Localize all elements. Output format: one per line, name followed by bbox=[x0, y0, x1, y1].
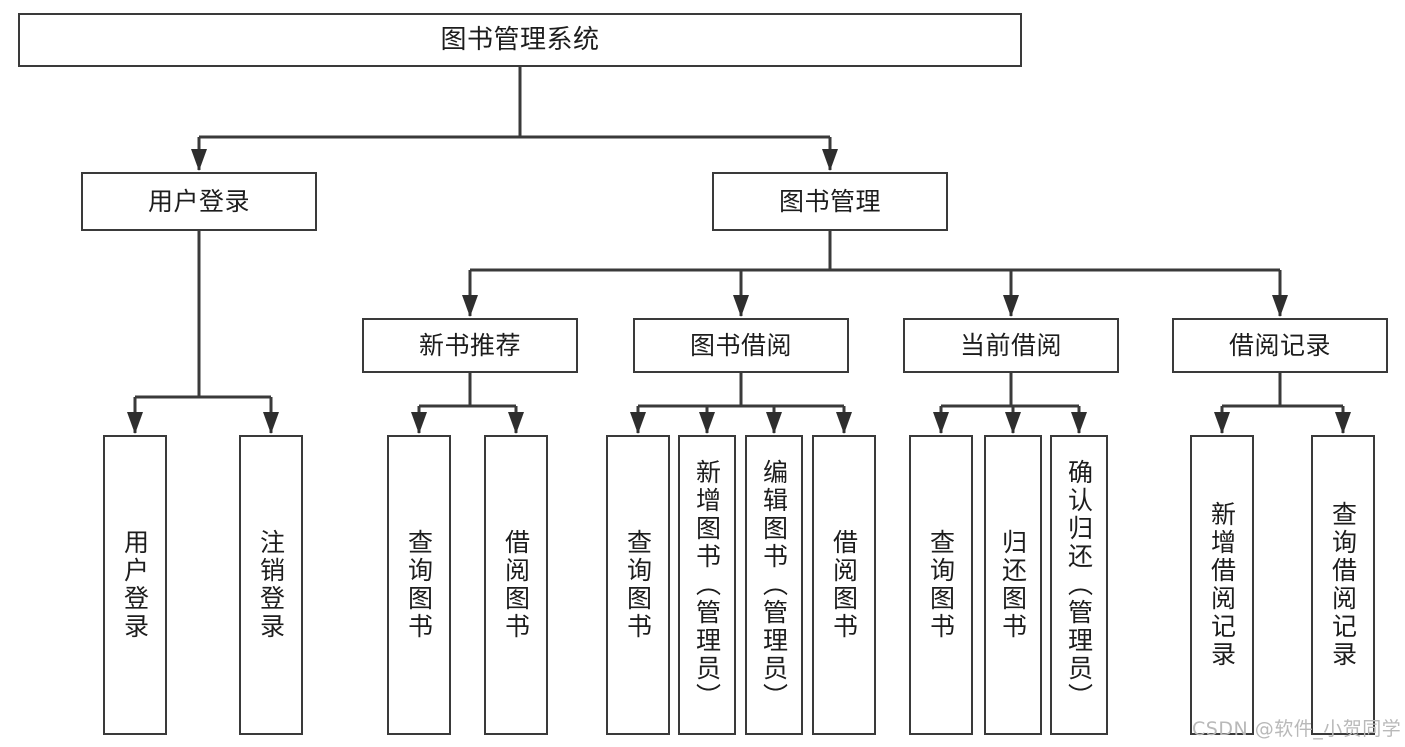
node-l2-record[interactable]: 借阅记录 bbox=[1172, 318, 1388, 373]
node-label: 新增借阅记录 bbox=[1207, 501, 1237, 669]
node-label: 图书管理 bbox=[778, 187, 881, 216]
node-leaf-cu-return[interactable]: 归还图书 bbox=[984, 435, 1042, 735]
node-leaf-bo-add[interactable]: 新增图书（管理员） bbox=[678, 435, 736, 735]
node-label: 新增图书（管理员） bbox=[692, 459, 722, 711]
node-label: 查询图书 bbox=[926, 529, 956, 641]
node-l2-borrow[interactable]: 图书借阅 bbox=[633, 318, 849, 373]
node-leaf-bo-query[interactable]: 查询图书 bbox=[606, 435, 670, 735]
node-label: 借阅图书 bbox=[501, 529, 531, 641]
node-root[interactable]: 图书管理系统 bbox=[18, 13, 1022, 67]
node-leaf-rc-add[interactable]: 新增借阅记录 bbox=[1190, 435, 1254, 735]
node-l2-newbook[interactable]: 新书推荐 bbox=[362, 318, 578, 373]
node-label: 查询图书 bbox=[404, 529, 434, 641]
node-leaf-user-logout[interactable]: 注销登录 bbox=[239, 435, 303, 735]
node-leaf-cu-query[interactable]: 查询图书 bbox=[909, 435, 973, 735]
node-label: 确认归还（管理员） bbox=[1064, 459, 1094, 711]
node-label: 查询借阅记录 bbox=[1328, 501, 1358, 669]
node-l1-user[interactable]: 用户登录 bbox=[81, 172, 317, 231]
node-label: 借阅记录 bbox=[1228, 331, 1331, 360]
node-label: 归还图书 bbox=[998, 529, 1028, 641]
node-leaf-nb-query[interactable]: 查询图书 bbox=[387, 435, 451, 735]
node-leaf-rc-query[interactable]: 查询借阅记录 bbox=[1311, 435, 1375, 735]
node-label: 查询图书 bbox=[623, 529, 653, 641]
node-l1-book[interactable]: 图书管理 bbox=[712, 172, 948, 231]
node-label: 用户登录 bbox=[147, 187, 250, 216]
node-leaf-bo-edit[interactable]: 编辑图书（管理员） bbox=[745, 435, 803, 735]
node-l2-current[interactable]: 当前借阅 bbox=[903, 318, 1119, 373]
node-label: 新书推荐 bbox=[418, 331, 521, 360]
node-label: 图书借阅 bbox=[689, 331, 792, 360]
node-label: 用户登录 bbox=[120, 529, 150, 641]
node-label: 借阅图书 bbox=[829, 529, 859, 641]
node-leaf-user-login[interactable]: 用户登录 bbox=[103, 435, 167, 735]
node-leaf-cu-confirm[interactable]: 确认归还（管理员） bbox=[1050, 435, 1108, 735]
node-label: 编辑图书（管理员） bbox=[759, 459, 789, 711]
node-label: 注销登录 bbox=[256, 529, 286, 641]
node-label: 当前借阅 bbox=[959, 331, 1062, 360]
node-leaf-nb-borrow[interactable]: 借阅图书 bbox=[484, 435, 548, 735]
node-label: 图书管理系统 bbox=[440, 24, 600, 55]
csdn-watermark: CSDN @软件_小贺同学 bbox=[1192, 718, 1402, 740]
node-leaf-bo-borrow[interactable]: 借阅图书 bbox=[812, 435, 876, 735]
